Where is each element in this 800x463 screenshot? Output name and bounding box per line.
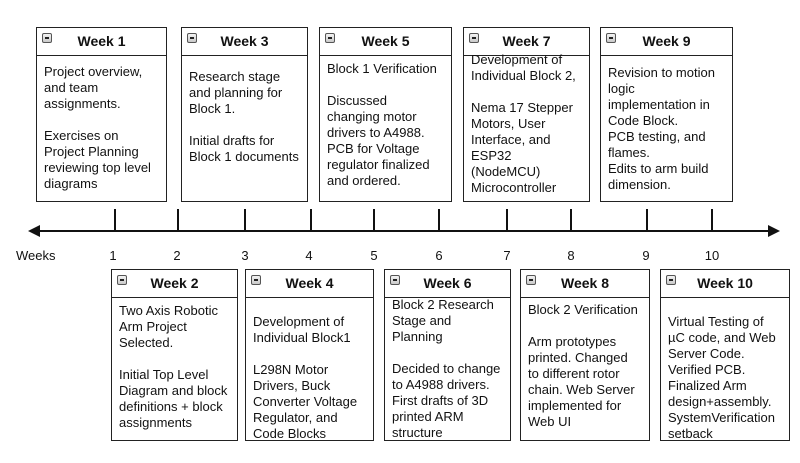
week-9-body: Revision to motion logic implementation … (608, 65, 715, 192)
week-1-card: Week 1 Project overview, and team assign… (36, 27, 167, 202)
week-5-body: Block 1 Verification Discussed changing … (327, 61, 437, 188)
tick-label-7: 7 (503, 248, 511, 263)
collapse-icon[interactable] (606, 33, 616, 43)
week-9-card: Week 9 Revision to motion logic implemen… (600, 27, 733, 202)
tick-3 (244, 209, 246, 231)
tick-label-8: 8 (567, 248, 575, 263)
week-4-title: Week 4 (285, 275, 334, 291)
week-3-body: Research stage and planning for Block 1.… (189, 69, 299, 164)
collapse-icon[interactable] (42, 33, 52, 43)
tick-label-6: 6 (435, 248, 443, 263)
week-4-header: Week 4 (246, 270, 373, 298)
tick-7 (506, 209, 508, 231)
week-2-title: Week 2 (150, 275, 199, 291)
collapse-icon[interactable] (526, 275, 536, 285)
tick-4 (310, 209, 312, 231)
collapse-icon[interactable] (469, 33, 479, 43)
week-6-header: Week 6 (385, 270, 510, 298)
tick-2 (177, 209, 179, 231)
week-4-card: Week 4 Development of Individual Block1 … (245, 269, 374, 441)
week-9-header: Week 9 (601, 28, 732, 56)
week-5-title: Week 5 (361, 33, 410, 49)
tick-label-9: 9 (642, 248, 650, 263)
week-6-title: Week 6 (423, 275, 472, 291)
tick-6 (438, 209, 440, 231)
axis-arrow-right-icon (768, 225, 780, 237)
week-6-card: Week 6 Block 2 Research Stage and Planni… (384, 269, 511, 441)
week-7-card: Week 7 Development of Individual Block 2… (463, 27, 590, 202)
week-3-card: Week 3 Research stage and planning for B… (181, 27, 308, 202)
week-8-card: Week 8 Block 2 Verification Arm prototyp… (520, 269, 650, 441)
tick-1 (114, 209, 116, 231)
week-10-card: Week 10 Virtual Testing of µC code, and … (660, 269, 790, 441)
week-9-title: Week 9 (642, 33, 691, 49)
collapse-icon[interactable] (251, 275, 261, 285)
week-8-header: Week 8 (521, 270, 649, 298)
collapse-icon[interactable] (325, 33, 335, 43)
tick-label-4: 4 (305, 248, 313, 263)
tick-10 (711, 209, 713, 231)
tick-9 (646, 209, 648, 231)
tick-8 (570, 209, 572, 231)
week-5-header: Week 5 (320, 28, 451, 56)
axis-title: Weeks (16, 248, 56, 263)
week-8-title: Week 8 (561, 275, 609, 291)
week-3-title: Week 3 (220, 33, 269, 49)
week-3-header: Week 3 (182, 28, 307, 56)
week-2-body: Two Axis Robotic Arm Project Selected. I… (119, 303, 228, 430)
week-2-header: Week 2 (112, 270, 237, 298)
axis-arrow-left-icon (28, 225, 40, 237)
week-7-body: Development of Individual Block 2, Nema … (471, 52, 576, 195)
week-2-card: Week 2 Two Axis Robotic Arm Project Sele… (111, 269, 238, 441)
week-10-title: Week 10 (697, 275, 753, 291)
tick-5 (373, 209, 375, 231)
timeline-axis (36, 230, 770, 232)
week-1-body: Project overview, and team assignments. … (44, 64, 151, 191)
collapse-icon[interactable] (187, 33, 197, 43)
week-10-header: Week 10 (661, 270, 789, 298)
week-1-title: Week 1 (77, 33, 126, 49)
week-7-header: Week 7 (464, 28, 589, 56)
collapse-icon[interactable] (390, 275, 400, 285)
tick-label-3: 3 (241, 248, 249, 263)
collapse-icon[interactable] (117, 275, 127, 285)
week-1-header: Week 1 (37, 28, 166, 56)
tick-label-2: 2 (173, 248, 181, 263)
tick-label-10: 10 (704, 248, 720, 263)
week-5-card: Week 5 Block 1 Verification Discussed ch… (319, 27, 452, 202)
week-6-body: Block 2 Research Stage and Planning Deci… (392, 297, 501, 440)
week-8-body: Block 2 Verification Arm prototypes prin… (528, 302, 638, 429)
tick-label-5: 5 (370, 248, 378, 263)
week-4-body: Development of Individual Block1 L298N M… (253, 314, 358, 441)
week-7-title: Week 7 (502, 33, 551, 49)
week-10-body: Virtual Testing of µC code, and Web Serv… (668, 314, 776, 441)
collapse-icon[interactable] (666, 275, 676, 285)
tick-label-1: 1 (109, 248, 117, 263)
